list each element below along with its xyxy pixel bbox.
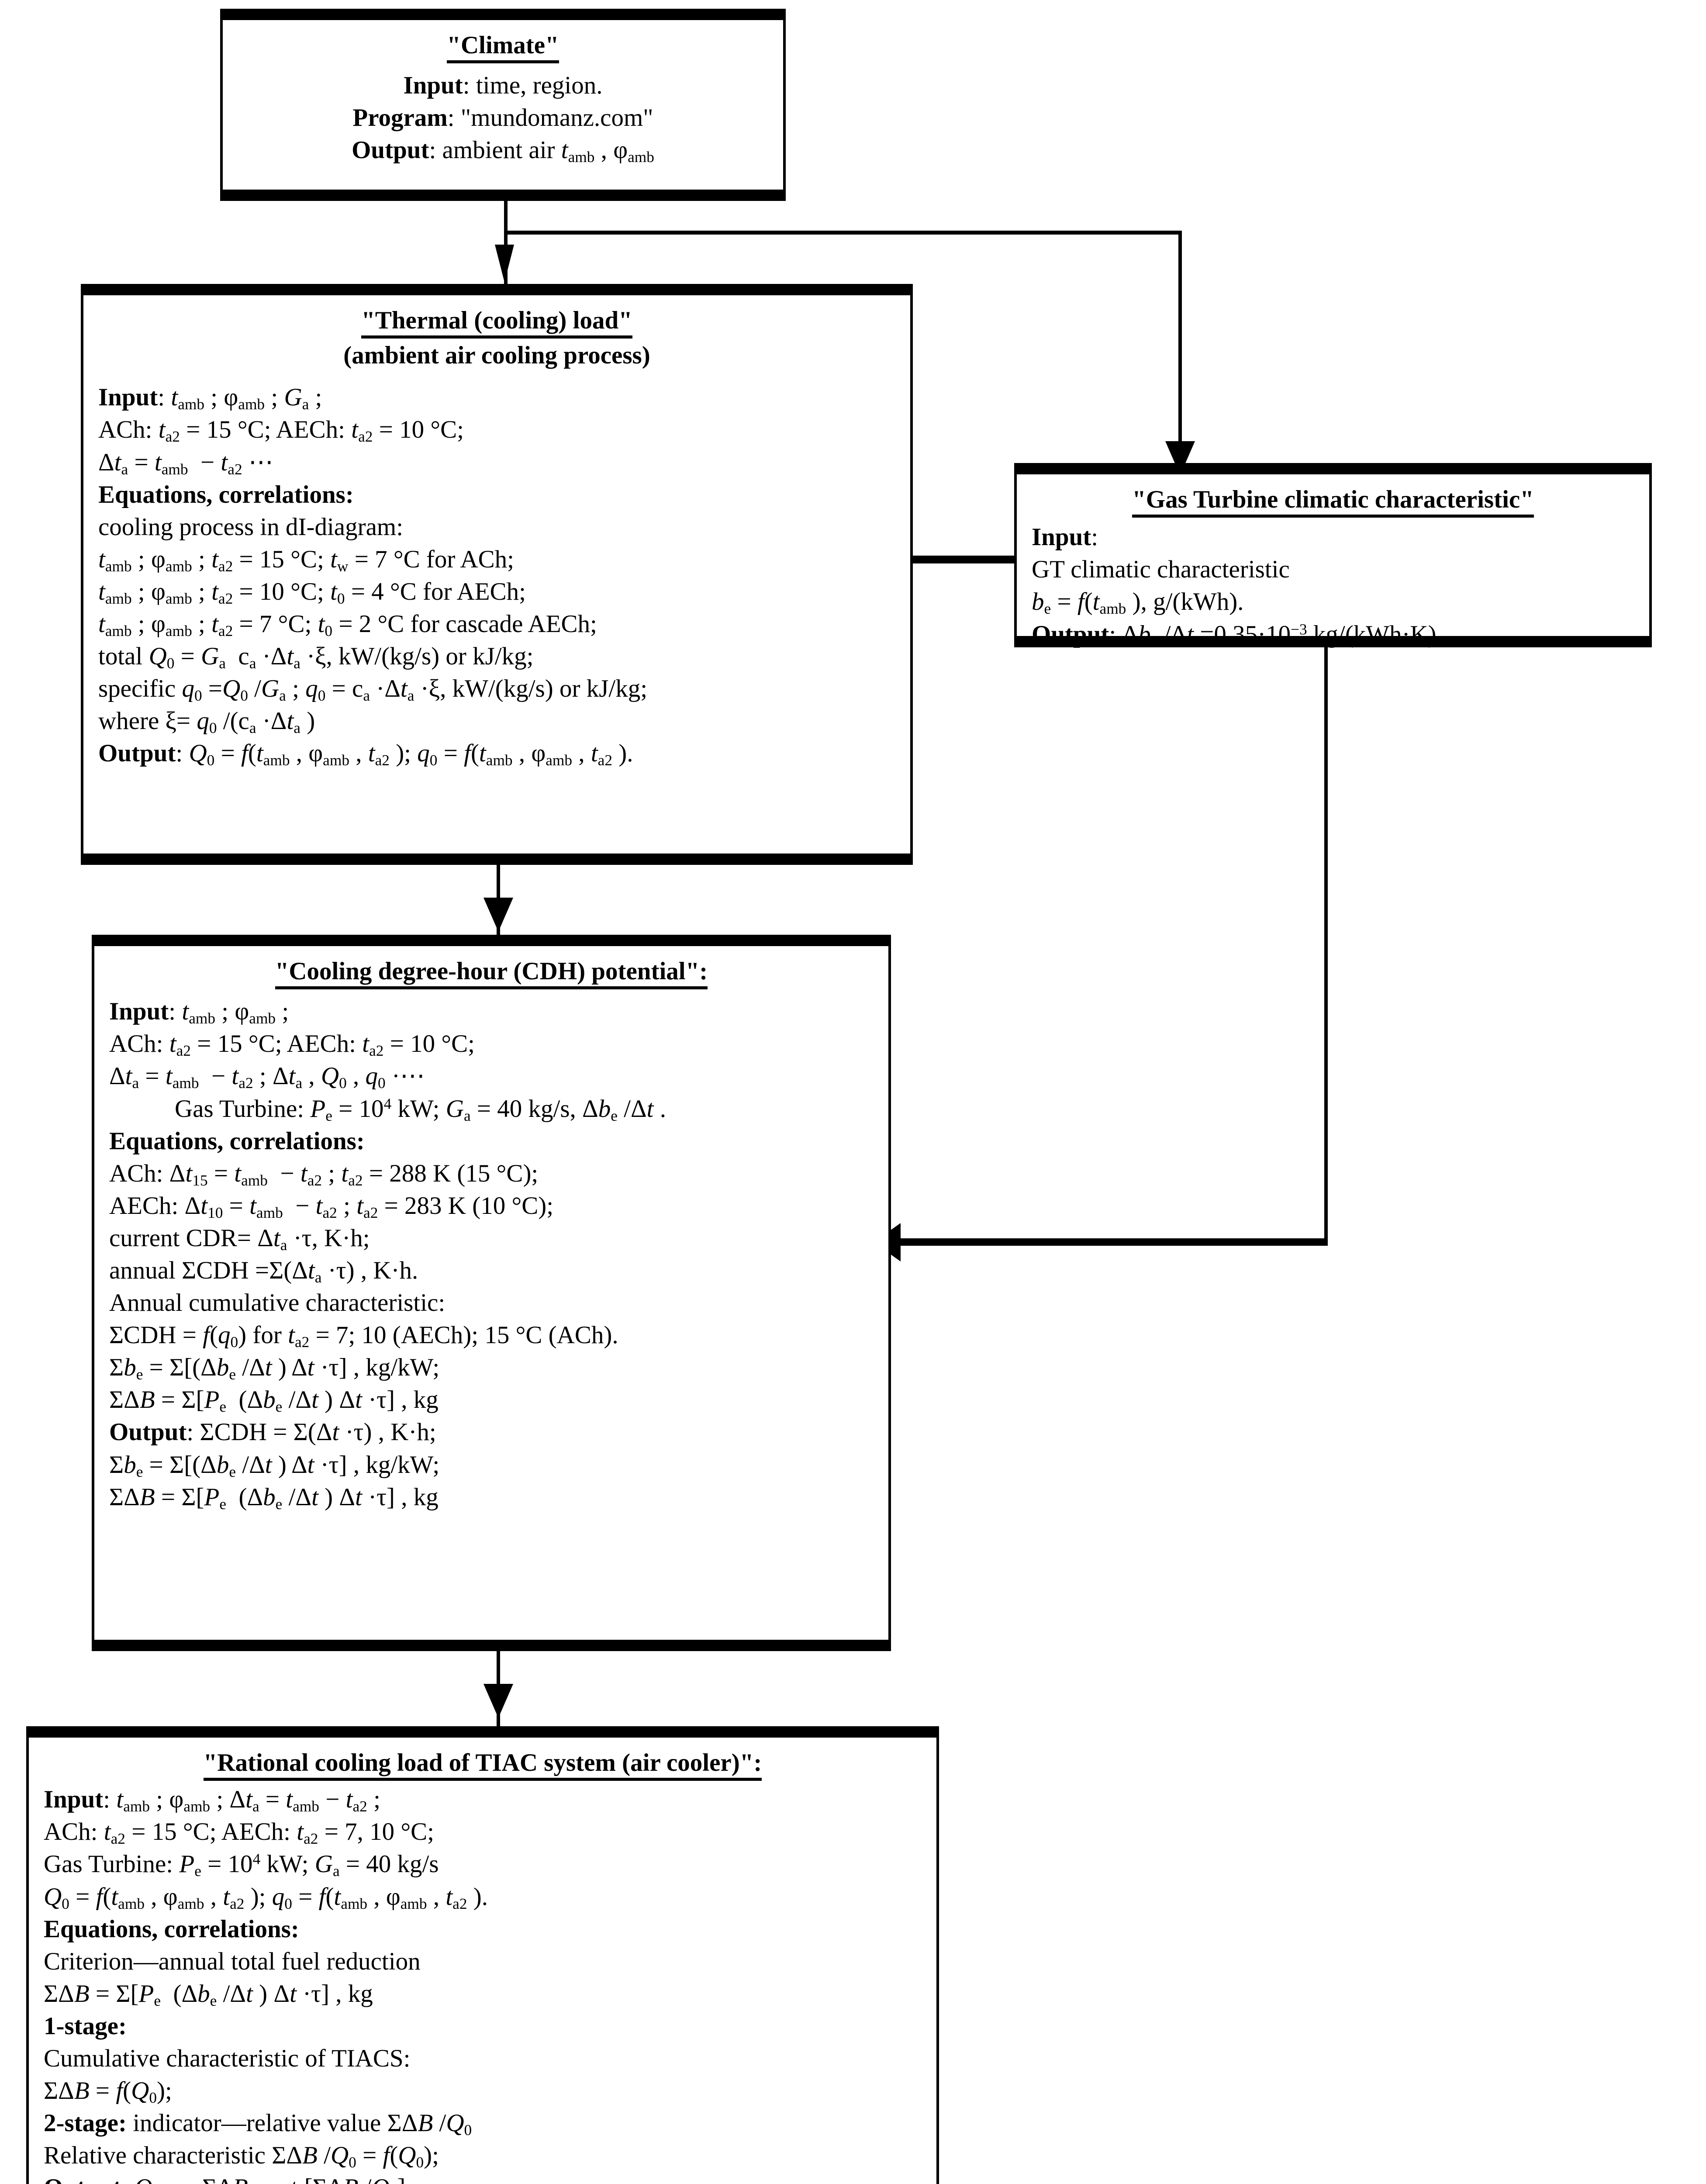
box-gas-turbine-line: be = f(tamb ), g/(kWh). — [1032, 588, 1244, 618]
arrowhead-thermal-to-cdh — [483, 898, 513, 932]
box-cdh-line: annual ΣCDH =Σ(Δta ·τ) , K·h. — [109, 1257, 418, 1286]
box-gas-turbine-line: Input: — [1032, 523, 1098, 551]
box-rational-load[interactable]: "Rational cooling load of TIAC system (a… — [26, 1726, 939, 2184]
box-thermal-load-line: tamb ; φamb ; ta2 = 15 °C; tw = 7 °C for… — [98, 545, 514, 575]
box-rational-line: Cumulative characteristic of TIACS: — [44, 2045, 411, 2072]
box-climate-title: "Climate" — [238, 31, 768, 63]
connector-gt-to-cdh-horizontal — [900, 1238, 1328, 1246]
box-climate-line-output: Output: ambient air tamb , φamb — [352, 136, 654, 166]
box-cdh-line: AECh: Δt10 = tamb − ta2 ; ta2 = 283 K (1… — [109, 1192, 554, 1221]
box-rational-line: Q0 = f(tamb , φamb , ta2 ); q0 = f(tamb … — [44, 1883, 488, 1912]
box-rational-line: Gas Turbine: Pe = 104 kW; Ga = 40 kg/s — [44, 1850, 439, 1880]
box-rational-load-title: "Rational cooling load of TIAC system (a… — [44, 1748, 922, 1781]
box-cdh-line: ΣCDH = f(q0) for ta2 = 7; 10 (AECh); 15 … — [109, 1321, 618, 1351]
box-thermal-load-line: tamb ; φamb ; ta2 = 10 °C; t0 = 4 °C for… — [98, 577, 526, 607]
connector-climate-to-gt-horizontal — [504, 231, 1182, 235]
box-gas-turbine-line: Output: Δbe /Δt =0.35·10−3 kg/(kWh·K) — [1032, 620, 1437, 650]
box-thermal-load-title: "Thermal (cooling) load" — [98, 306, 895, 339]
box-rational-line: 1-stage: — [44, 2012, 127, 2040]
box-cdh-line: ΣΔB = Σ[Pe (Δbe /Δt ) Δt ·τ] , kg — [109, 1483, 439, 1513]
box-thermal-load-line: Input: tamb ; φamb ; Ga ; — [98, 384, 322, 413]
box-cdh-line: Equations, correlations: — [109, 1127, 365, 1155]
box-cdh-line: Σbe = Σ[(Δbe /Δt ) Δt ·τ] , kg/kW; — [109, 1451, 440, 1480]
box-rational-line: ACh: ta2 = 15 °C; AECh: ta2 = 7, 10 °C; — [44, 1818, 434, 1848]
box-rational-line: Equations, correlations: — [44, 1915, 299, 1943]
box-gas-turbine-line: GT climatic characteristic — [1032, 556, 1290, 584]
box-cdh-line: current CDR= Δta ·τ, K·h; — [109, 1224, 370, 1254]
box-cdh-line: Σbe = Σ[(Δbe /Δt ) Δt ·τ] , kg/kW; — [109, 1354, 440, 1383]
arrowhead-climate-to-thermal — [495, 245, 514, 282]
box-cdh-line: ΣΔB = Σ[Pe (Δbe /Δt ) Δt ·τ] , kg — [109, 1386, 439, 1416]
box-cdh-line: ACh: ta2 = 15 °C; AECh: ta2 = 10 °C; — [109, 1030, 475, 1060]
box-rational-line: ΣΔB = Σ[Pe (Δbe /Δt ) Δt ·τ] , kg — [44, 1980, 373, 2009]
box-thermal-load-line: total Q0 = Ga ca ·Δta ·ξ, kW/(kg/s) or k… — [98, 643, 534, 672]
box-rational-line: 2-stage: indicator—relative value ΣΔB /Q… — [44, 2109, 472, 2139]
box-gas-turbine[interactable]: "Gas Turbine climatic characteristic" In… — [1014, 463, 1652, 649]
box-thermal-load-line: ACh: ta2 = 15 °C; AECh: ta2 = 10 °C; — [98, 416, 464, 446]
box-cdh-potential-title: "Cooling degree-hour (CDH) potential": — [109, 957, 874, 989]
box-cdh-line: Annual cumulative characteristic: — [109, 1289, 445, 1317]
box-climate-line-input: Input: time, region. — [403, 72, 603, 100]
box-thermal-load-line: Δta = tamb − ta2 ⋯ — [98, 448, 273, 478]
box-rational-line: Criterion—annual total fuel reduction — [44, 1947, 421, 1975]
box-cdh-line: ACh: Δt15 = tamb − ta2 ; ta2 = 288 K (15… — [109, 1159, 539, 1189]
box-climate-line-program: Program: "mundomanz.com" — [352, 104, 653, 132]
box-rational-line: Relative characteristic ΣΔB /Q0 = f(Q0); — [44, 2142, 439, 2171]
box-thermal-load-line: cooling process in dI-diagram: — [98, 513, 404, 541]
connector-cdh-to-rational — [497, 1639, 500, 1726]
arrowhead-cdh-to-rational — [483, 1684, 513, 1718]
box-cdh-potential[interactable]: "Cooling degree-hour (CDH) potential": I… — [92, 935, 891, 1651]
box-rational-line: ΣΔB = f(Q0); — [44, 2077, 172, 2106]
box-climate[interactable]: "Climate" Input: time, region. Program: … — [220, 9, 786, 201]
connector-gt-to-thermal — [895, 556, 1019, 563]
connector-climate-to-gt-vertical — [1178, 231, 1182, 475]
box-thermal-load-subtitle: (ambient air cooling process) — [343, 342, 650, 370]
box-thermal-load-line: tamb ; φamb ; ta2 = 7 °C; t0 = 2 °C for … — [98, 610, 597, 639]
box-thermal-load-line: Equations, correlations: — [98, 480, 354, 508]
box-cdh-line: Δta = tamb − ta2 ; Δta , Q0 , q0 ·⋯ — [109, 1062, 425, 1092]
box-gas-turbine-title: "Gas Turbine climatic characteristic" — [1032, 485, 1634, 518]
box-thermal-load-line: specific q0 =Q0 /Ga ; q0 = ca ·Δta ·ξ, k… — [98, 675, 648, 705]
box-thermal-load[interactable]: "Thermal (cooling) load" (ambient air co… — [81, 284, 913, 865]
box-rational-line: Output: Q0.opt , ΣΔBopt at [ΣΔB /Q0]max — [44, 2172, 922, 2184]
connector-gt-to-cdh-vertical — [1324, 647, 1328, 1241]
box-cdh-line: Gas Turbine: Pe = 104 kW; Ga = 40 kg/s, … — [175, 1095, 666, 1124]
box-cdh-line: Input: tamb ; φamb ; — [109, 998, 289, 1027]
box-thermal-load-line: where ξ= q0 /(ca ·Δta ) — [98, 707, 315, 737]
box-cdh-line: Output: ΣCDH = Σ(Δt ·τ) , K·h; — [109, 1418, 436, 1446]
box-rational-line: Input: tamb ; φamb ; Δta = tamb − ta2 ; — [44, 1786, 380, 1815]
box-thermal-load-line: Output: Q0 = f(tamb , φamb , ta2 ); q0 =… — [98, 740, 633, 769]
